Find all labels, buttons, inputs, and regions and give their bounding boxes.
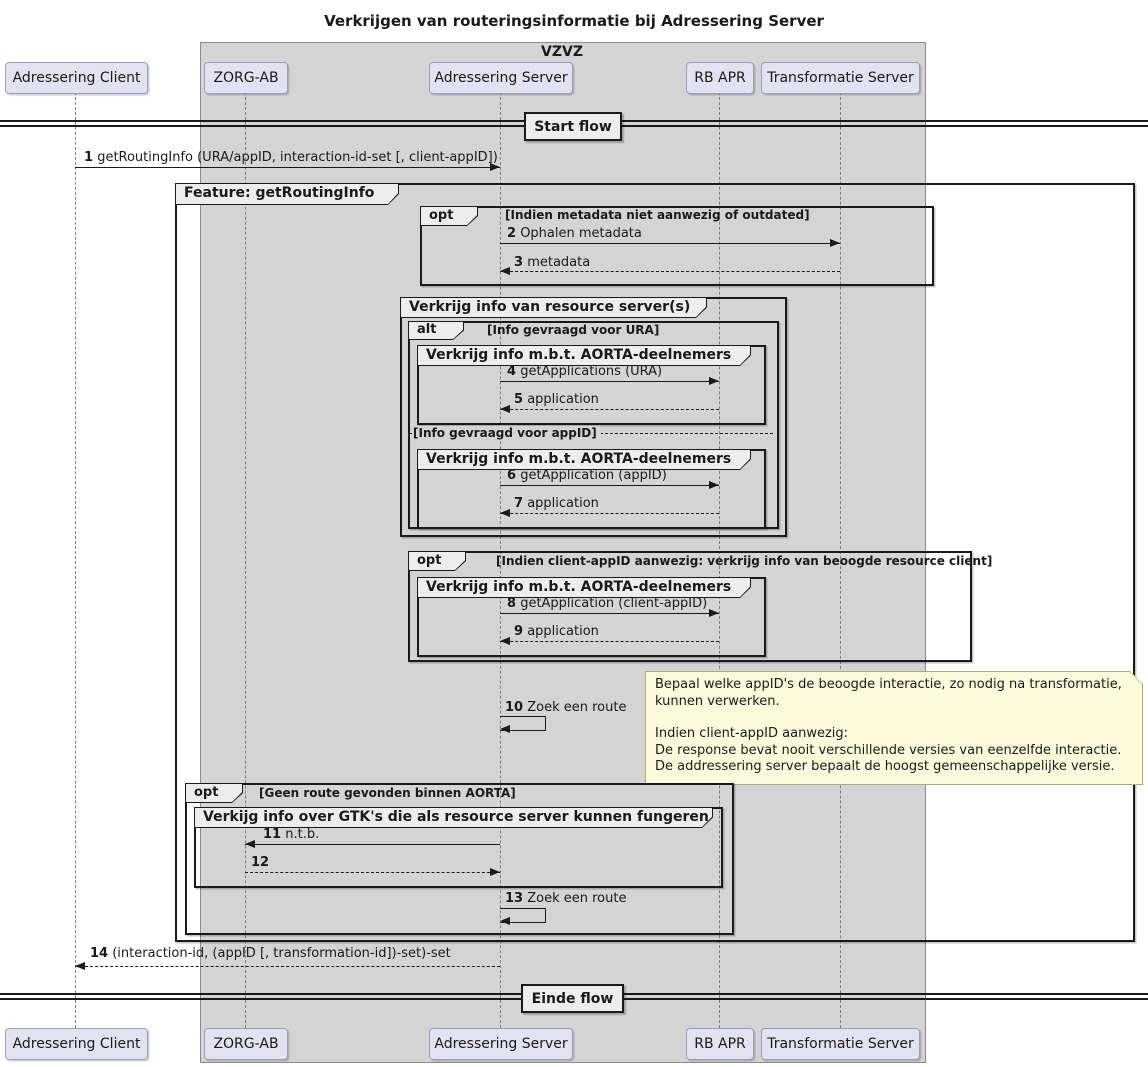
participant-top-transformatie-server: Transformatie Server [761,62,920,94]
message-1-line [75,167,500,168]
alt-guard-ura: [Info gevraagd voor URA] [487,323,660,337]
message-4-line [500,381,719,382]
message-13-arrowhead [500,917,510,925]
gtk-group-tab: Verkijg info over GTK's die als resource… [194,807,713,828]
message-3-arrowhead [500,267,510,275]
opt-no-route-tab: opt [185,783,243,803]
opt-metadata-tab: opt [420,206,478,226]
message-9-label: 9 application [514,624,599,639]
lifeline-zorg-ab [245,92,246,1028]
message-11-arrowhead [245,840,255,848]
message-12-line [245,872,500,873]
message-7-line [500,513,719,514]
message-5-arrowhead [500,405,510,413]
alt-tab: alt [408,321,464,340]
message-9-arrowhead [500,637,510,645]
lifeline-rb-apr [719,92,720,1028]
message-4-label: 4 getApplications (URA) [507,364,663,379]
note: Bepaal welke appID's de beoogde interact… [645,671,1143,785]
aorta-group-3-label: Verkrijg info m.b.t. AORTA-deelnemers [418,578,750,597]
participant-bottom-adressering-server: Adressering Server [429,1028,573,1060]
resource-group-tab: Verkrijg info van resource server(s) [400,297,707,318]
message-6-line [500,485,719,486]
message-5-label: 5 application [514,392,599,407]
message-7-label: 7 application [514,496,599,511]
message-13-selfloop [500,908,546,923]
feature-frame [175,183,1135,942]
note-line: Bepaal welke appID's de beoogde interact… [655,677,1122,692]
message-12-arrowhead [490,868,500,876]
message-14-arrowhead [75,962,85,970]
note-line [655,710,1133,726]
message-11-label: 11 n.t.b. [263,827,320,842]
participant-bottom-rb-apr: RB APR [686,1028,754,1060]
aorta-group-2-label: Verkrijg info m.b.t. AORTA-deelnemers [418,450,750,469]
message-6-arrowhead [709,481,719,489]
message-13-label: 13 Zoek een route [505,891,627,906]
message-1-label: 1 getRoutingInfo (URA/appID, interaction… [84,150,498,165]
participant-bottom-adressering-client: Adressering Client [5,1028,148,1060]
aorta-group-1-tab: Verkrijg info m.b.t. AORTA-deelnemers [417,345,751,366]
message-2-line [500,243,840,244]
start-flow-divider: Start flow [524,112,622,141]
message-11-line [245,844,500,845]
message-2-label: 2 Ophalen metadata [507,226,642,241]
lifeline-adressering-server [500,92,501,1028]
opt-no-route-operator: opt [186,784,242,802]
participant-top-adressering-server: Adressering Server [429,62,573,94]
feature-frame-label: Feature: getRoutingInfo [176,184,398,204]
opt-client-operator: opt [409,552,465,570]
diagram-title: Verkrijgen van routeringsinformatie bij … [324,12,824,30]
message-8-line [500,613,719,614]
opt-client-frame [408,551,972,662]
note-line: kunnen verwerken. [655,693,780,709]
alt-guard-appid: [Info gevraagd voor appID] [412,426,601,440]
participant-top-adressering-client: Adressering Client [5,62,148,94]
message-4-arrowhead [709,377,719,385]
vzvz-boundary-label: VZVZ [541,44,583,60]
participant-top-zorg-ab: ZORG-AB [204,62,288,94]
message-14-label: 14 (interaction-id, (appID [, transforma… [90,946,451,961]
opt-client-guard: [Indien client-appID aanwezig: verkrijg … [496,554,993,568]
message-12-label: 12 [251,855,270,870]
aorta-group-2-tab: Verkrijg info m.b.t. AORTA-deelnemers [417,449,751,470]
message-8-arrowhead [709,609,719,617]
note-line: Indien client-appID aanwezig: [655,726,849,741]
note-line: De addressering server bepaalt de hoogst… [655,759,1115,774]
message-3-line [500,271,840,272]
participant-bottom-transformatie-server: Transformatie Server [761,1028,920,1060]
lifeline-transformatie-server [840,92,841,1028]
alt-operator: alt [409,322,463,339]
opt-metadata-operator: opt [421,207,477,225]
message-10-selfloop [500,716,546,731]
message-6-label: 6 getApplication (appID) [507,468,667,483]
einde-flow-divider: Einde flow [521,984,624,1013]
participant-top-rb-apr: RB APR [686,62,754,94]
message-9-line [500,641,719,642]
message-7-arrowhead [500,509,510,517]
aorta-group-3-tab: Verkrijg info m.b.t. AORTA-deelnemers [417,577,751,598]
message-8-label: 8 getApplication (client-appID) [507,596,708,611]
feature-frame-tab: Feature: getRoutingInfo [175,183,399,205]
opt-client-tab: opt [408,551,466,571]
aorta-group-1-label: Verkrijg info m.b.t. AORTA-deelnemers [418,346,750,365]
opt-metadata-guard: [Indien metadata niet aanwezig of outdat… [505,208,810,222]
resource-group-label: Verkrijg info van resource server(s) [401,298,706,317]
participant-bottom-zorg-ab: ZORG-AB [204,1028,288,1060]
message-5-line [500,409,719,410]
opt-no-route-guard: [Geen route gevonden binnen AORTA] [259,786,516,800]
message-1-arrowhead [490,163,500,171]
message-2-arrowhead [830,239,840,247]
gtk-group-label: Verkijg info over GTK's die als resource… [195,808,712,827]
note-fold-corner [1129,672,1142,685]
note-line: De response bevat nooit verschillende ve… [655,742,1122,758]
message-14-line [75,966,500,967]
message-10-label: 10 Zoek een route [505,700,627,715]
message-3-label: 3 metadata [514,255,591,270]
lifeline-adressering-client [75,92,76,1028]
opt-no-route-frame [185,783,734,935]
opt-metadata-frame [420,206,934,286]
message-10-arrowhead [500,725,510,733]
